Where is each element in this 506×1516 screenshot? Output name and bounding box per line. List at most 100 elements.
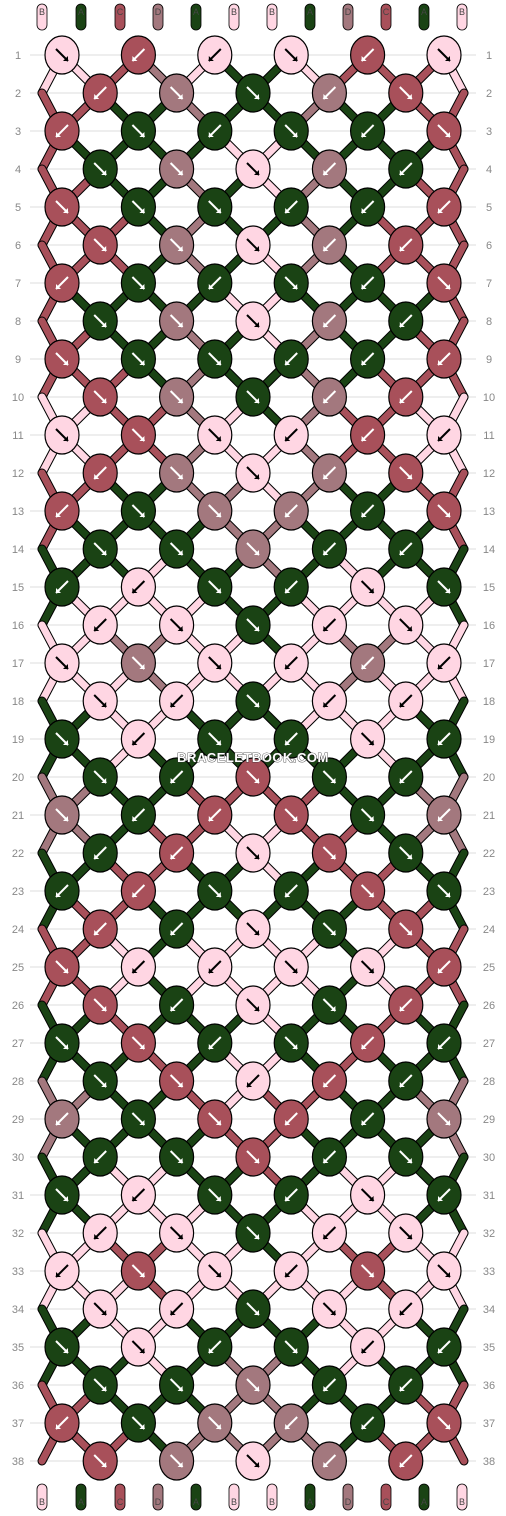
knot-arrowhead-icon (323, 1462, 329, 1467)
knot (426, 111, 462, 151)
knot-arrowhead-icon (368, 968, 374, 973)
knot-arrowhead-icon (285, 512, 291, 517)
knot (159, 377, 195, 417)
knot (426, 187, 462, 227)
knot (159, 1365, 195, 1405)
knot-arrowhead-icon (254, 930, 259, 935)
row-number-right: 20 (483, 772, 495, 784)
row-number-left: 18 (12, 696, 24, 708)
knot (311, 529, 347, 569)
knot-arrowhead-icon (292, 284, 298, 289)
knot-arrowhead-icon (177, 1234, 183, 1239)
knot (350, 415, 386, 455)
knot-arrowhead-icon (208, 816, 214, 821)
row-number-right: 17 (483, 658, 495, 670)
knot (44, 1251, 80, 1291)
knot (197, 871, 233, 911)
row-number-left: 9 (15, 354, 21, 366)
knot-arrowhead-icon (361, 284, 367, 289)
knot (388, 1365, 424, 1405)
knot (311, 681, 347, 721)
knot (311, 757, 347, 797)
knot-arrowhead-icon (285, 1272, 291, 1277)
knot-arrowhead-icon (215, 208, 221, 213)
string-end-top (380, 3, 392, 31)
knot (311, 1061, 347, 1101)
knot (426, 795, 462, 835)
knot (350, 1099, 386, 1139)
knot (159, 1289, 195, 1329)
knot (82, 529, 118, 569)
knot-arrowhead-icon (368, 892, 374, 897)
knot-arrowhead-icon (254, 170, 259, 175)
knot (426, 491, 462, 531)
knot-arrowhead-icon (438, 740, 443, 745)
knot (235, 605, 271, 645)
knot-arrowhead-icon (361, 360, 367, 365)
row-number-left: 14 (12, 544, 24, 556)
knot (350, 871, 386, 911)
knot-arrowhead-icon (177, 1082, 183, 1087)
row-number-right: 15 (483, 582, 495, 594)
knot-arrowhead-icon (177, 1386, 183, 1391)
row-number-left: 23 (12, 886, 24, 898)
row-number-right: 18 (483, 696, 495, 708)
knot (311, 1365, 347, 1405)
string-end-top (456, 3, 468, 31)
knot-arrowhead-icon (406, 474, 412, 479)
knot (426, 871, 462, 911)
string-label-bottom: B (39, 1497, 45, 1507)
knot (159, 1137, 195, 1177)
row-number-right: 1 (486, 50, 492, 62)
knot-arrowhead-icon (445, 512, 450, 517)
knot (350, 1175, 386, 1215)
knot-arrowhead-icon (254, 322, 259, 327)
knot-arrowhead-icon (445, 284, 450, 289)
knot (82, 1213, 118, 1253)
knot (120, 567, 156, 607)
row-number-left: 31 (12, 1190, 24, 1202)
string-label-top: C (383, 7, 390, 17)
knot (273, 719, 309, 759)
knot (159, 985, 195, 1025)
knot (197, 947, 233, 987)
knot (82, 453, 118, 493)
knot (159, 225, 195, 265)
row-number-right: 33 (483, 1266, 495, 1278)
string-end-top (342, 3, 354, 31)
knot (350, 719, 386, 759)
row-number-left: 26 (12, 1000, 24, 1012)
knot (311, 1213, 347, 1253)
knot (388, 149, 424, 189)
row-number-left: 12 (12, 468, 24, 480)
knot-arrowhead-icon (208, 56, 214, 61)
knot (120, 111, 156, 151)
knot (311, 225, 347, 265)
knot (44, 491, 80, 531)
knot (311, 909, 347, 949)
knot (235, 453, 271, 493)
knot-arrowhead-icon (438, 1348, 443, 1353)
knot-arrowhead-icon (215, 1196, 221, 1201)
row-number-right: 37 (483, 1418, 495, 1430)
knot (159, 149, 195, 189)
knot-arrowhead-icon (132, 1196, 138, 1201)
knot (388, 681, 424, 721)
knot-arrowhead-icon (330, 1006, 336, 1011)
knot (159, 605, 195, 645)
knot-arrowhead-icon (254, 1006, 259, 1011)
knot-arrowhead-icon (361, 1044, 367, 1049)
knot-arrowhead-icon (94, 1234, 100, 1239)
row-number-left: 33 (12, 1266, 24, 1278)
knot-arrowhead-icon (399, 1386, 405, 1391)
knot-arrowhead-icon (406, 1234, 412, 1239)
row-number-left: 25 (12, 962, 24, 974)
string-end-bottom (418, 1483, 430, 1511)
knot (82, 73, 118, 113)
knot-arrowhead-icon (139, 1424, 145, 1429)
knot (388, 1441, 424, 1481)
knot (273, 1327, 309, 1367)
row-number-right: 27 (483, 1038, 495, 1050)
knot-arrowhead-icon (361, 1120, 367, 1125)
knot-arrowhead-icon (139, 360, 145, 365)
